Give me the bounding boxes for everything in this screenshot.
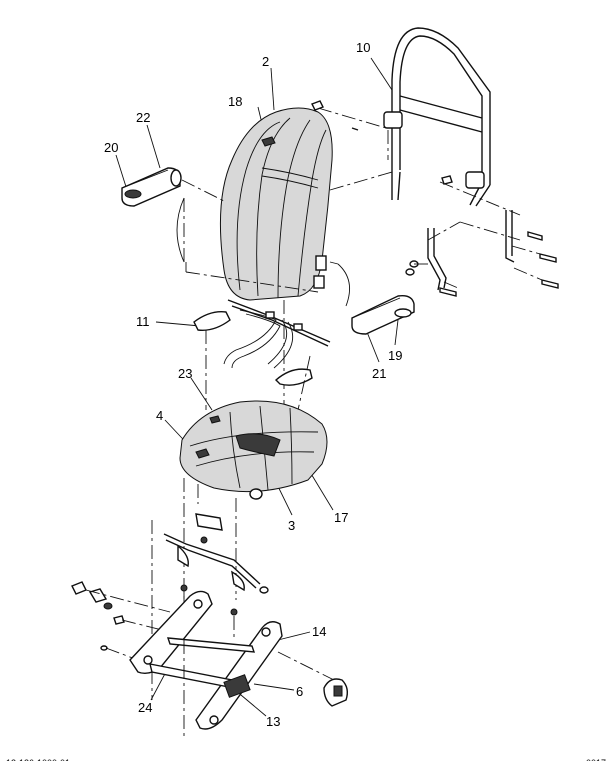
callout-6: 6 bbox=[296, 684, 303, 699]
callout-24: 24 bbox=[138, 700, 152, 715]
callout-3: 3 bbox=[288, 518, 295, 533]
seat-back bbox=[219, 107, 333, 420]
callout-17: 17 bbox=[334, 510, 348, 525]
leader-lines bbox=[115, 57, 399, 717]
callout-10: 10 bbox=[356, 40, 370, 55]
callout-4: 4 bbox=[156, 408, 163, 423]
callout-22: 22 bbox=[136, 110, 150, 125]
headrest-frame bbox=[383, 27, 491, 207]
callout-20: 20 bbox=[104, 140, 118, 155]
left-armrest bbox=[121, 167, 319, 293]
figure-number-left: 12-126-1000-01 bbox=[6, 758, 70, 761]
callout-14: 14 bbox=[312, 624, 326, 639]
callout-19: 19 bbox=[388, 348, 402, 363]
callout-labels: 2 10 18 22 20 11 19 21 23 4 17 3 14 6 24… bbox=[104, 40, 402, 729]
frame-bolts bbox=[311, 100, 521, 216]
seat-cushion bbox=[179, 400, 328, 500]
callout-13: 13 bbox=[266, 714, 280, 729]
callout-11: 11 bbox=[136, 314, 150, 329]
callout-23: 23 bbox=[178, 366, 192, 381]
figure-number-right: 0017 bbox=[586, 758, 606, 761]
callout-21: 21 bbox=[372, 366, 386, 381]
right-armrest bbox=[329, 261, 415, 335]
recline-brackets bbox=[405, 210, 559, 297]
callout-2: 2 bbox=[262, 54, 269, 69]
seat-subframe bbox=[151, 478, 269, 700]
seat-cables bbox=[193, 299, 331, 411]
callout-18: 18 bbox=[228, 94, 242, 109]
seat-slide-assembly bbox=[129, 590, 349, 740]
